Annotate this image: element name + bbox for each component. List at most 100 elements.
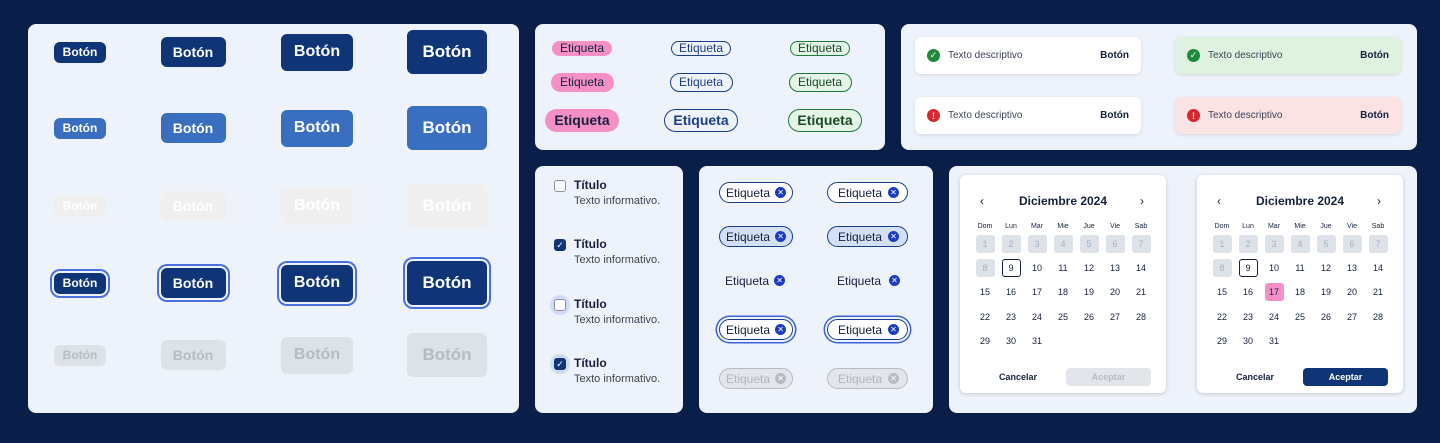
chip-default[interactable]: Etiqueta✕ — [719, 182, 794, 203]
close-circle-icon[interactable]: ✕ — [888, 324, 899, 335]
calendar-day[interactable]: 16 — [1005, 287, 1016, 297]
calendar-day[interactable]: 24 — [1031, 312, 1042, 322]
chevron-left-icon[interactable]: ‹ — [1217, 194, 1221, 208]
calendar-day[interactable]: 10 — [1268, 263, 1279, 273]
button-pressed-s3[interactable]: Botón — [281, 187, 353, 225]
toast-action-button[interactable]: Botón — [1360, 110, 1389, 121]
close-circle-icon[interactable]: ✕ — [774, 275, 786, 286]
chevron-right-icon[interactable]: › — [1377, 194, 1381, 208]
button-pressed-s1[interactable]: Botón — [54, 195, 106, 217]
toast-action-button[interactable]: Botón — [1100, 50, 1129, 61]
button-pressed-s2[interactable]: Botón — [160, 191, 226, 221]
calendar-day[interactable]: 24 — [1268, 312, 1279, 322]
calendar-day-selected[interactable]: 17 — [1264, 283, 1284, 301]
checkbox-unchecked[interactable] — [554, 180, 566, 192]
button-hover-s1[interactable]: Botón — [54, 117, 106, 139]
calendar-day[interactable]: 23 — [1005, 312, 1016, 322]
close-circle-icon[interactable]: ✕ — [888, 187, 899, 198]
button-focus-s3[interactable]: Botón — [281, 264, 353, 302]
calendar-day[interactable]: 18 — [1057, 287, 1068, 297]
calendar-day[interactable]: 11 — [1058, 263, 1068, 273]
calendar-day[interactable]: 22 — [979, 312, 990, 322]
calendar-day[interactable]: 26 — [1083, 312, 1094, 322]
calendar-day-disabled: 4 — [1290, 235, 1310, 253]
checkbox-unchecked[interactable] — [554, 299, 566, 311]
calendar-day[interactable]: 15 — [979, 287, 990, 297]
chevron-right-icon[interactable]: › — [1140, 194, 1144, 208]
close-circle-icon[interactable]: ✕ — [889, 275, 900, 286]
calendar-day[interactable]: 28 — [1135, 312, 1146, 322]
calendar-day[interactable]: 13 — [1346, 263, 1357, 273]
calendar-day[interactable]: 10 — [1031, 263, 1042, 273]
chip-default[interactable]: Etiqueta✕ — [827, 182, 908, 203]
calendar-day[interactable]: 15 — [1216, 287, 1227, 297]
calendar-day[interactable]: 18 — [1294, 287, 1305, 297]
weekday-label: Vie — [1347, 223, 1357, 230]
calendar-day[interactable]: 21 — [1135, 287, 1146, 297]
close-circle-icon[interactable]: ✕ — [775, 187, 787, 198]
button-hover-s4[interactable]: Botón — [407, 106, 487, 150]
calendar-day[interactable]: 14 — [1372, 263, 1383, 273]
chip-hover[interactable]: Etiqueta✕ — [719, 226, 794, 247]
chip-pressed[interactable]: Etiqueta✕ — [827, 270, 908, 291]
button-disabled-s2: Botón — [160, 340, 226, 370]
calendar-day[interactable]: 25 — [1057, 312, 1068, 322]
calendar-day[interactable]: 26 — [1320, 312, 1331, 322]
calendar-day[interactable]: 21 — [1372, 287, 1383, 297]
button-hover-s3[interactable]: Botón — [281, 109, 353, 147]
calendar-day[interactable]: 11 — [1295, 263, 1305, 273]
button-hover-s2[interactable]: Botón — [160, 113, 226, 143]
calendar-day[interactable]: 27 — [1346, 312, 1357, 322]
calendar-day[interactable]: 12 — [1320, 263, 1331, 273]
calendar-day-today[interactable]: 9 — [1001, 259, 1021, 277]
calendar-day[interactable]: 13 — [1109, 263, 1120, 273]
close-circle-icon[interactable]: ✕ — [775, 324, 787, 335]
calendar-day[interactable]: 20 — [1109, 287, 1120, 297]
calendar-day[interactable]: 19 — [1083, 287, 1094, 297]
cancel-button[interactable]: Cancelar — [1235, 372, 1275, 382]
toast-action-button[interactable]: Botón — [1100, 110, 1129, 121]
cancel-button[interactable]: Cancelar — [998, 372, 1038, 382]
button-default-s2[interactable]: Botón — [160, 37, 226, 67]
calendar-day[interactable]: 30 — [1005, 336, 1016, 346]
calendar-day-today[interactable]: 9 — [1238, 259, 1258, 277]
calendar-day[interactable]: 16 — [1242, 287, 1253, 297]
calendar-day[interactable]: 20 — [1346, 287, 1357, 297]
calendar-day[interactable]: 17 — [1031, 287, 1042, 297]
calendar-day[interactable]: 31 — [1031, 336, 1042, 346]
weekday-label: Dom — [1214, 223, 1230, 230]
chip-hover[interactable]: Etiqueta✕ — [827, 226, 908, 247]
close-circle-icon[interactable]: ✕ — [775, 231, 787, 242]
checkbox-info: Texto informativo. — [574, 314, 661, 326]
calendar-day[interactable]: 19 — [1320, 287, 1331, 297]
button-focus-s1[interactable]: Botón — [54, 272, 106, 294]
toast-action-button[interactable]: Botón — [1360, 50, 1389, 61]
checkbox-checked[interactable]: ✓ — [554, 239, 566, 251]
calendar-day[interactable]: 28 — [1372, 312, 1383, 322]
checkbox-checked[interactable]: ✓ — [554, 358, 566, 370]
button-pressed-s4[interactable]: Botón — [407, 184, 487, 228]
calendar-day[interactable]: 14 — [1135, 263, 1146, 273]
chip-pressed[interactable]: Etiqueta✕ — [719, 270, 791, 291]
calendar-day[interactable]: 12 — [1083, 263, 1094, 273]
calendar-day[interactable]: 25 — [1294, 312, 1305, 322]
weekday-label: Lun — [1242, 223, 1254, 230]
calendar-day[interactable]: 29 — [979, 336, 990, 346]
calendar-day[interactable]: 31 — [1268, 336, 1279, 346]
close-circle-icon[interactable]: ✕ — [888, 231, 899, 242]
chip-focus[interactable]: Etiqueta✕ — [719, 319, 794, 340]
chevron-left-icon[interactable]: ‹ — [980, 194, 984, 208]
calendar-day[interactable]: 27 — [1109, 312, 1120, 322]
calendar-day-disabled: 6 — [1105, 235, 1125, 253]
button-focus-s2[interactable]: Botón — [160, 268, 226, 298]
button-default-s1[interactable]: Botón — [54, 41, 106, 63]
button-default-s3[interactable]: Botón — [281, 33, 353, 71]
calendar-day[interactable]: 23 — [1242, 312, 1253, 322]
chip-focus[interactable]: Etiqueta✕ — [827, 319, 908, 340]
calendar-day[interactable]: 29 — [1216, 336, 1227, 346]
calendar-day[interactable]: 22 — [1216, 312, 1227, 322]
accept-button[interactable]: Aceptar — [1303, 368, 1388, 386]
button-focus-s4[interactable]: Botón — [407, 261, 487, 305]
calendar-day[interactable]: 30 — [1242, 336, 1253, 346]
button-default-s4[interactable]: Botón — [407, 30, 487, 74]
